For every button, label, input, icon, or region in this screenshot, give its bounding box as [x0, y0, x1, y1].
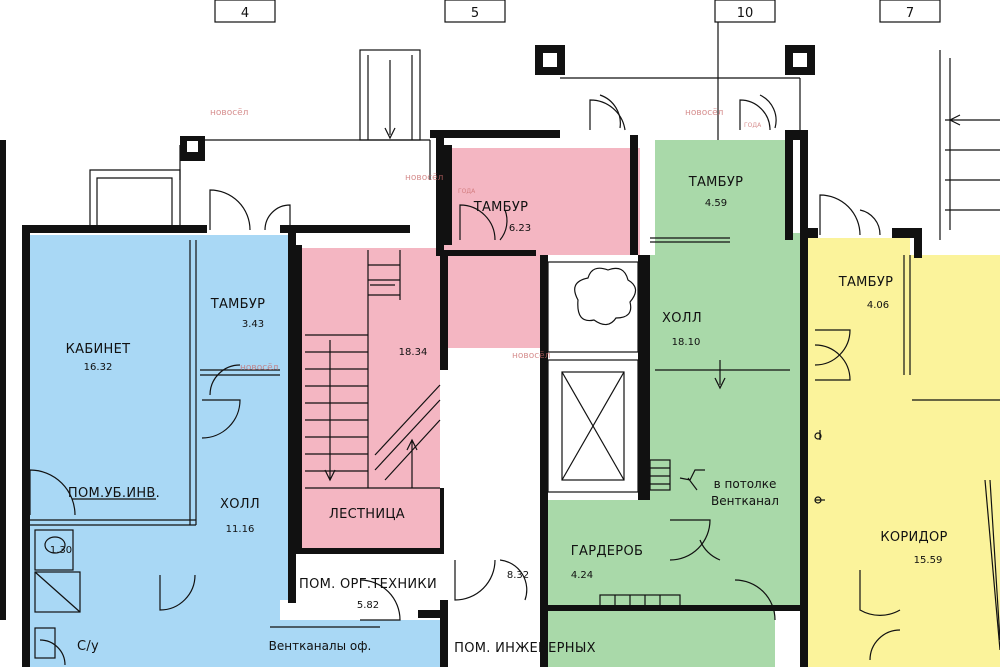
shaft-white — [448, 360, 538, 660]
room-holl-a-area: 11.16 — [226, 524, 255, 535]
blue-zone-fill — [30, 235, 440, 667]
watermark-2: новосёл — [405, 173, 443, 183]
watermark-4: новосёл — [512, 351, 550, 361]
room-holl-c-name: ХОЛЛ — [662, 311, 702, 326]
watermark-5: новосёл — [240, 363, 278, 373]
room-tambur-c-area: 4.59 — [705, 198, 727, 209]
room-lestnica-name: ЛЕСТНИЦА — [329, 507, 405, 522]
room-labels: КАБИНЕТ 16.32 ТАМБУР 3.43 ХОЛЛ 11.16 ПОМ… — [50, 175, 948, 656]
watermark-3: новосёл — [685, 108, 723, 118]
room-holl-c-area: 18.10 — [672, 337, 701, 348]
yellow-zone-fill — [808, 238, 1000, 667]
watermark-tag-2: ГОДА — [744, 122, 762, 129]
thin-lines — [30, 0, 1000, 659]
room-tambur-d-name: ТАМБУР — [838, 275, 894, 290]
room-lestnica-area: 18.34 — [399, 347, 428, 358]
room-su-name: С/у — [77, 639, 99, 654]
room-pom-ub-name: ПОМ.УБ.ИНВ. — [68, 486, 160, 501]
ventkanal-note-line1: в потолке — [714, 477, 777, 491]
room-koridor-name: КОРИДОР — [880, 530, 947, 545]
ventkanal-note-line2: Вентканал — [711, 494, 779, 508]
room-garderob-area: 4.24 — [571, 570, 593, 581]
axis-label-5: 5 — [471, 6, 479, 21]
axis-label-7: 7 — [906, 6, 914, 21]
room-garderob-name: ГАРДЕРОБ — [571, 544, 643, 559]
axis-box-7 — [879, 0, 941, 23]
axis-box-5 — [444, 0, 506, 23]
door-swings — [29, 94, 901, 666]
axis-labels: 4 5 10 7 — [241, 6, 914, 21]
room-koridor-area: 15.59 — [914, 555, 943, 566]
watermarks: новосёл новосёл новосёл новосёл новосёл … — [210, 108, 762, 373]
room-pom-org-area: 5.82 — [357, 600, 379, 611]
axis-label-4: 4 — [241, 6, 249, 21]
room-kabinet-area: 16.32 — [84, 362, 113, 373]
room-pom-ub-area: 1.30 — [50, 545, 72, 556]
room-corridor-w-area: 8.32 — [507, 570, 529, 581]
axis-box-10 — [714, 0, 776, 23]
watermark-1: новосёл — [210, 108, 248, 118]
room-kabinet-name: КАБИНЕТ — [66, 342, 131, 357]
room-ventkanaly-name: Вентканалы оф. — [269, 639, 372, 653]
room-holl-a-name: ХОЛЛ — [220, 497, 260, 512]
room-tambur-a-name: ТАМБУР — [210, 297, 266, 312]
room-tambur-b-name: ТАМБУР — [473, 200, 529, 215]
pink-zone-fill — [300, 148, 640, 548]
room-tambur-c-name: ТАМБУР — [688, 175, 744, 190]
room-tambur-d-area: 4.06 — [867, 300, 889, 311]
room-pom-org-name: ПОМ. ОРГ.ТЕХНИКИ — [299, 577, 437, 592]
room-tambur-b-area: 6.23 — [509, 223, 531, 234]
room-fills — [30, 140, 1000, 667]
room-pom-ing-name: ПОМ. ИНЖЕНЕРНЫХ — [454, 641, 596, 656]
room-tambur-a-area: 3.43 — [242, 319, 264, 330]
wall-hatch — [187, 53, 807, 152]
watermark-tag-1: ГОДА — [458, 188, 476, 195]
axis-box-4 — [214, 0, 276, 23]
green-zone-fill — [545, 140, 800, 667]
axis-label-10: 10 — [737, 6, 754, 21]
